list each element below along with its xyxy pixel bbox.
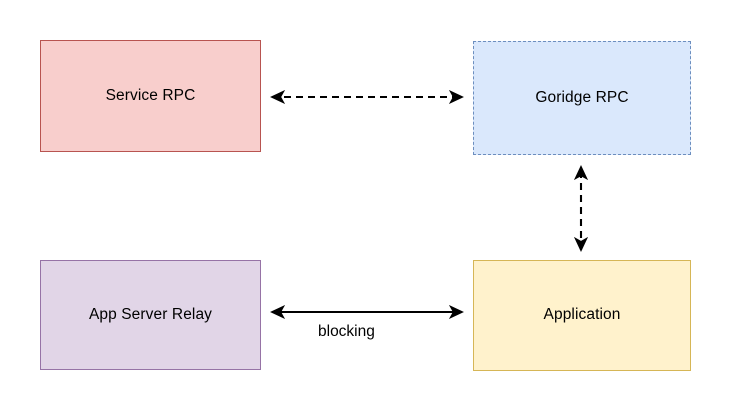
node-application[interactable]: Application: [473, 260, 691, 371]
node-service-rpc[interactable]: Service RPC: [40, 40, 261, 152]
node-app-server-relay-label: App Server Relay: [88, 305, 213, 323]
node-goridge-rpc[interactable]: Goridge RPC: [473, 41, 691, 155]
node-service-rpc-label: Service RPC: [105, 86, 196, 104]
edge-label-blocking: blocking: [318, 323, 375, 340]
node-app-server-relay[interactable]: App Server Relay: [40, 260, 261, 370]
node-application-label: Application: [543, 306, 621, 324]
node-goridge-rpc-label: Goridge RPC: [535, 88, 629, 106]
